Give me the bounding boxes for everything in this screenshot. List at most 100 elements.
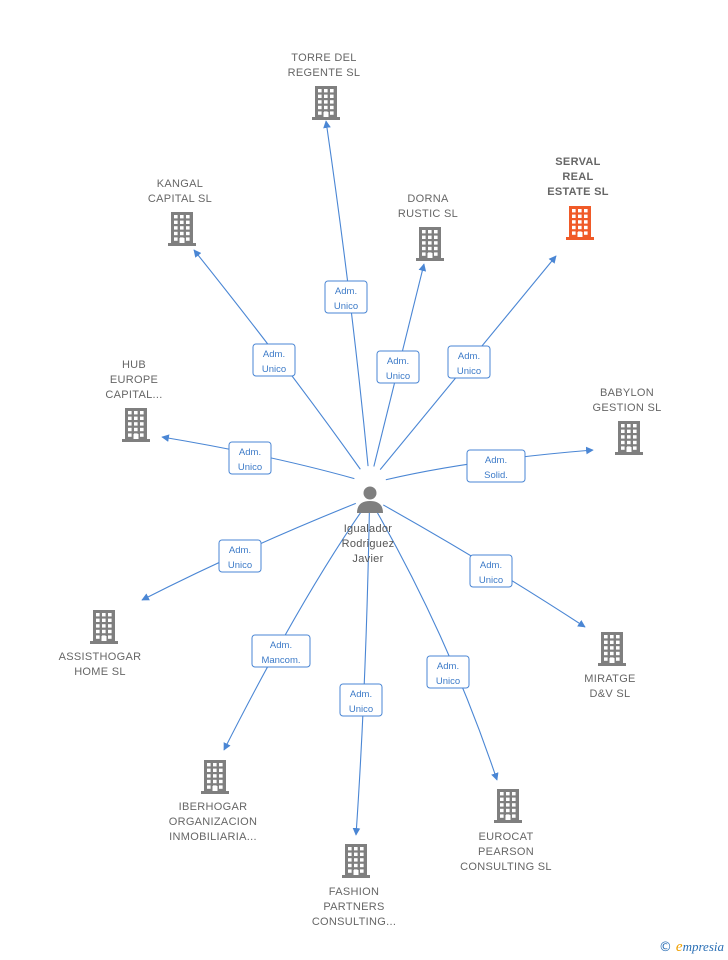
role-text: Unico — [262, 364, 286, 375]
company-label-fashion: FASHION PARTNERS CONSULTING... — [312, 886, 396, 928]
edge-role-label-torre[interactable]: Adm.Unico — [324, 280, 368, 314]
edge-role-label-assist[interactable]: Adm. Unico — [218, 539, 262, 573]
building-icon — [342, 844, 370, 878]
company-label-babylon-line: GESTION SL — [592, 402, 661, 414]
edge-to-fashion — [352, 511, 370, 836]
role-badge — [228, 441, 272, 475]
role-text: Adm. — [480, 560, 502, 571]
role-text: Adm. — [458, 351, 480, 362]
edge-role-label-fashion[interactable]: Adm. Unico — [339, 683, 383, 717]
company-label-torre-line: TORRE DEL — [291, 52, 356, 64]
building-icon — [566, 206, 594, 240]
edge-role-label-hub[interactable]: Adm. Unico — [228, 441, 272, 475]
role-text: Adm. — [263, 349, 285, 360]
edge-role-label-serval[interactable]: Adm. Unico — [447, 345, 491, 379]
building-icon — [416, 227, 444, 261]
edge-role-label-kangal[interactable]: Adm. Unico — [252, 343, 296, 377]
role-text: Mancom. — [261, 655, 300, 666]
edge-to-iberhogar — [223, 509, 363, 751]
role-text: Adm. — [350, 689, 372, 700]
edge-role-label-miratge[interactable]: Adm. Unico — [469, 554, 513, 588]
company-label-dorna: DORNA RUSTIC SL — [398, 193, 458, 220]
center-person-label-line: Rodriguez — [342, 538, 395, 550]
company-label-dorna-line: DORNA — [407, 193, 449, 205]
role-text: Unico — [228, 560, 252, 571]
company-node-babylon[interactable]: BABYLON GESTION SL — [592, 387, 661, 455]
company-label-assist: ASSISTHOGAR HOME SL — [59, 651, 142, 678]
role-badge — [218, 539, 262, 573]
edge-labels-layer: Adm.UnicoAdm.UnicoAdm.UnicoAdm.UnicoAdm.… — [218, 280, 526, 717]
role-text: Adm. — [229, 545, 251, 556]
building-icon — [90, 610, 118, 644]
edge-role-label-babylon[interactable]: Adm. Solid. — [466, 449, 526, 483]
company-node-fashion[interactable]: FASHION PARTNERS CONSULTING... — [312, 844, 396, 928]
company-label-eurocat: EUROCAT PEARSON CONSULTING SL — [460, 831, 552, 873]
role-badge — [426, 655, 470, 689]
role-badge — [447, 345, 491, 379]
company-label-serval-line: SERVAL — [555, 156, 600, 168]
company-label-assist-line: HOME SL — [74, 666, 126, 678]
role-text: Unico — [457, 366, 481, 377]
brand-name: mpresia — [682, 939, 724, 954]
role-badge — [324, 280, 368, 314]
company-label-assist-line: ASSISTHOGAR — [59, 651, 142, 663]
role-badge — [339, 683, 383, 717]
company-label-fashion-line: PARTNERS — [323, 901, 384, 913]
brand-watermark: ©empresia — [659, 939, 724, 956]
role-text: Unico — [238, 462, 262, 473]
building-icon — [201, 760, 229, 794]
role-text: Unico — [349, 704, 373, 715]
building-icon — [494, 789, 522, 823]
company-node-dorna[interactable]: DORNA RUSTIC SL — [398, 193, 458, 261]
company-label-serval-line: ESTATE SL — [547, 186, 609, 198]
building-icon — [312, 86, 340, 120]
company-label-iberhogar-line: ORGANIZACION — [169, 816, 258, 828]
role-text: Solid. — [484, 470, 508, 481]
company-label-iberhogar-line: INMOBILIARIA... — [169, 831, 257, 843]
building-icon — [122, 408, 150, 442]
company-label-eurocat-line: CONSULTING SL — [460, 861, 552, 873]
company-label-dorna-line: RUSTIC SL — [398, 208, 458, 220]
role-badge — [252, 343, 296, 377]
company-label-fashion-line: CONSULTING... — [312, 916, 396, 928]
company-label-kangal-line: KANGAL — [157, 178, 203, 190]
company-label-iberhogar-line: IBERHOGAR — [179, 801, 248, 813]
role-text: Adm. — [485, 455, 507, 466]
company-label-babylon: BABYLON GESTION SL — [592, 387, 661, 414]
role-text: Adm. — [335, 286, 357, 297]
center-person-label-line: Javier — [352, 553, 383, 565]
role-text: Adm. — [387, 356, 409, 367]
company-label-eurocat-line: EUROCAT — [478, 831, 533, 843]
company-label-babylon-line: BABYLON — [600, 387, 654, 399]
edge-role-label-dorna[interactable]: Adm.Unico — [376, 350, 420, 384]
company-label-fashion-line: FASHION — [329, 886, 379, 898]
company-node-serval[interactable]: SERVAL REAL ESTATE SL — [547, 156, 609, 240]
company-label-serval-line: REAL — [562, 171, 593, 183]
center-person-label-line: Igualador — [344, 523, 393, 535]
role-text: Unico — [479, 575, 503, 586]
company-node-assist[interactable]: ASSISTHOGAR HOME SL — [59, 610, 142, 678]
company-label-serval: SERVAL REAL ESTATE SL — [547, 156, 609, 198]
role-text: Adm. — [270, 640, 292, 651]
edge-role-label-eurocat[interactable]: Adm.Unico — [426, 655, 470, 689]
role-text: Adm. — [239, 447, 261, 458]
company-node-iberhogar[interactable]: IBERHOGAR ORGANIZACION INMOBILIARIA... — [169, 760, 258, 843]
copyright-icon: © — [658, 940, 672, 955]
building-icon — [598, 632, 626, 666]
company-node-eurocat[interactable]: EUROCAT PEARSON CONSULTING SL — [460, 789, 552, 873]
person-icon — [357, 486, 383, 513]
edge-role-label-iberhogar[interactable]: Adm. Mancom. — [251, 634, 311, 668]
company-label-eurocat-line: PEARSON — [478, 846, 534, 858]
role-badge — [251, 634, 311, 668]
